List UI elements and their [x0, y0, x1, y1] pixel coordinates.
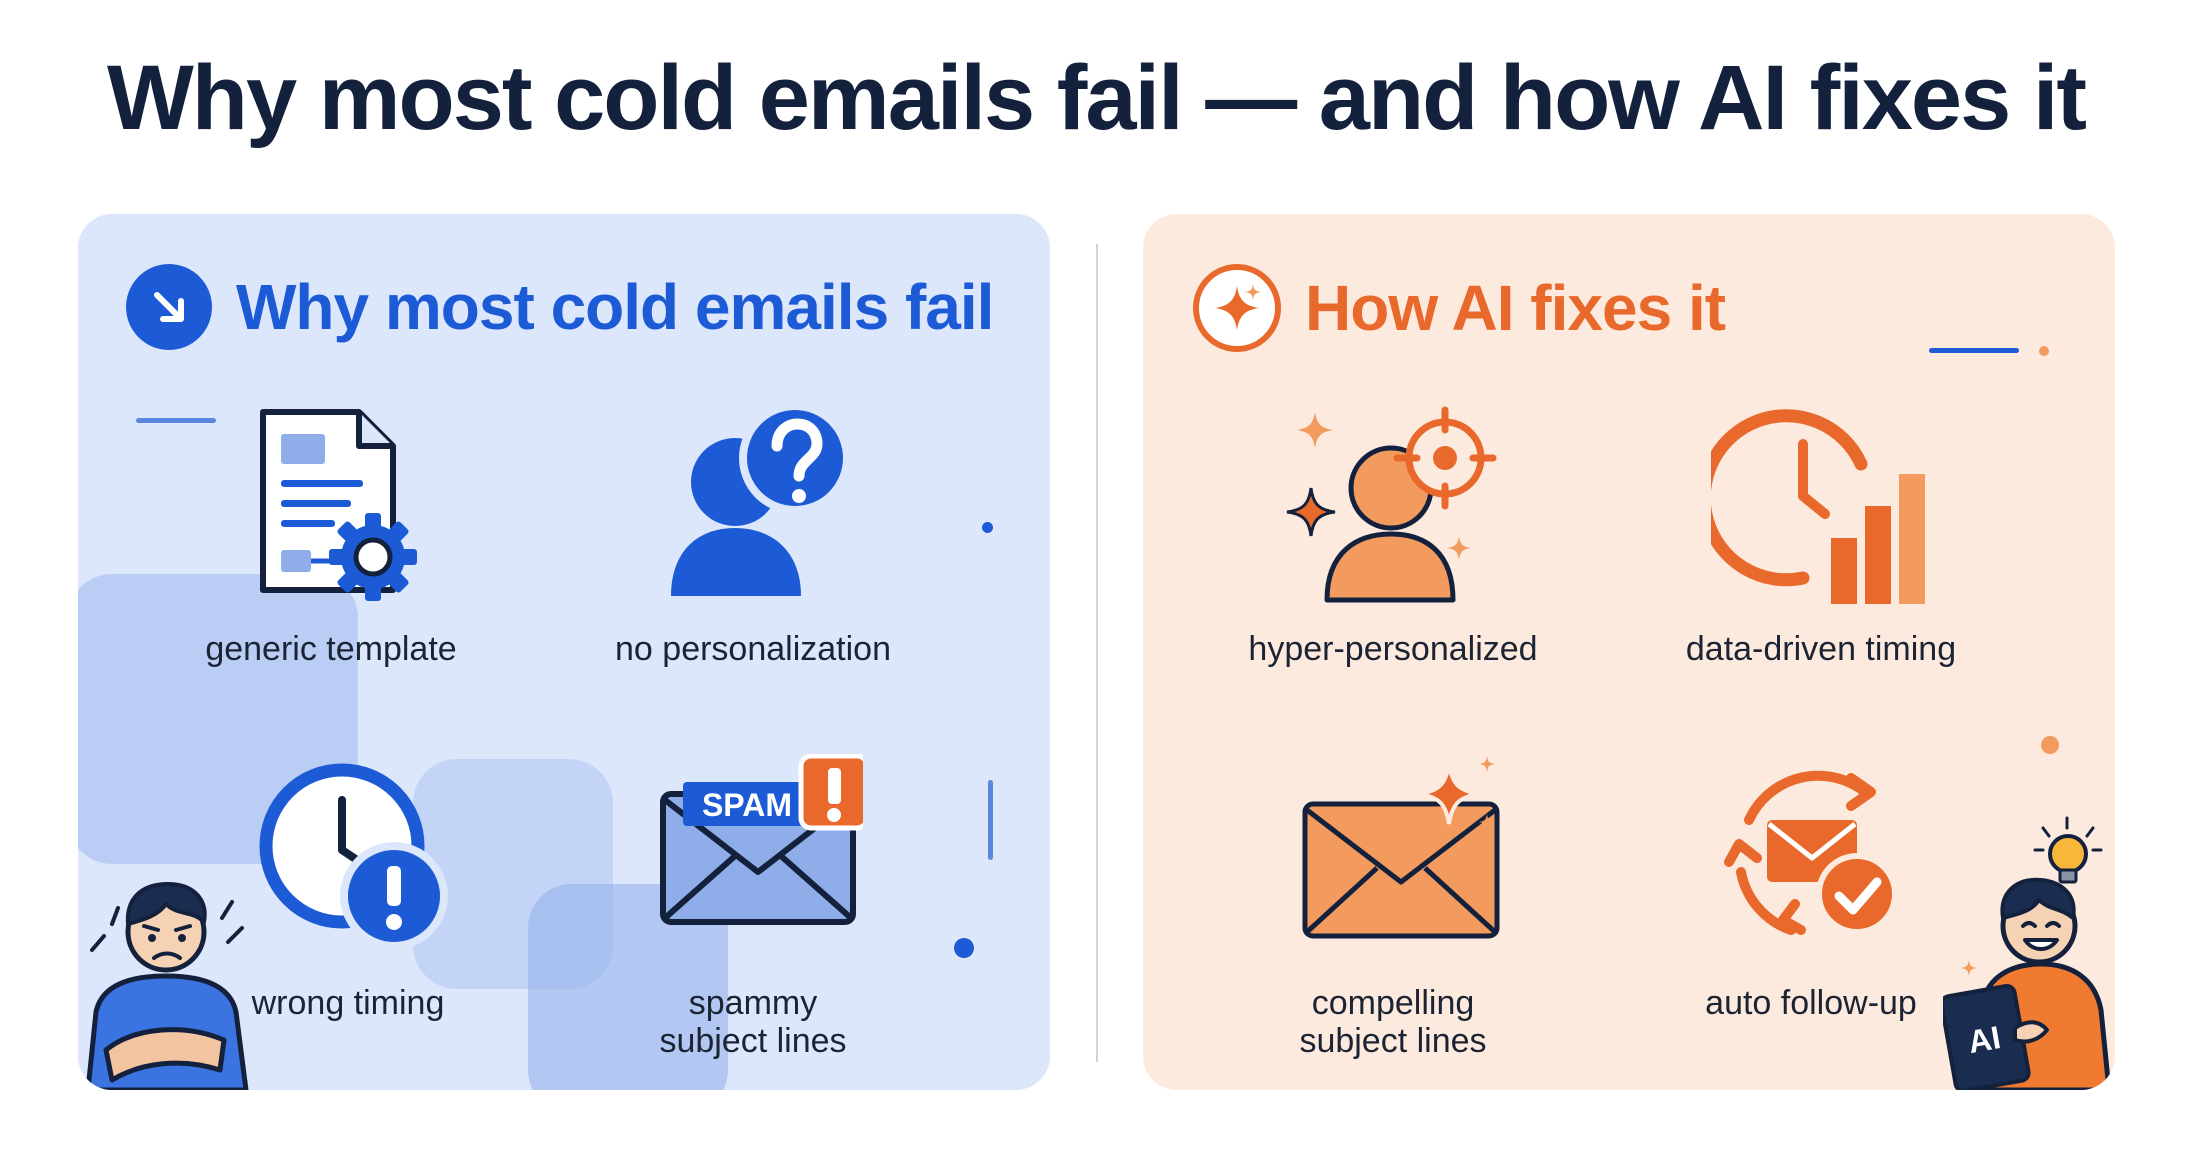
failure-item-wrong-timing: wrong timing [148, 754, 548, 1022]
fix-item-data-driven-timing: data-driven timing [1621, 400, 2021, 668]
arrow-down-right-icon [126, 264, 212, 350]
template-gear-icon [260, 409, 417, 601]
auto-cycle-envelope-icon [1724, 770, 1898, 935]
item-label: generic template [205, 630, 457, 668]
happy-person-illustration: AI [1943, 816, 2112, 1090]
item-label: compelling subject lines [1299, 984, 1487, 1060]
panel-divider [1096, 244, 1098, 1062]
item-label: hyper-personalized [1248, 630, 1538, 668]
tablet-ai-label: AI [1965, 1019, 2003, 1060]
deco-dot [954, 938, 974, 958]
fixes-title: How AI fixes it [1305, 272, 1726, 344]
deco-dot [982, 522, 993, 533]
fix-item-auto-follow-up: auto follow-up [1611, 754, 2011, 1022]
clock-alert-icon [259, 763, 448, 950]
item-label: auto follow-up [1705, 984, 1917, 1022]
failure-item-spammy-subject-lines: SPAM spammy subject lines [553, 754, 953, 1060]
targeted-person-icon [1286, 406, 1497, 603]
deco-dash [988, 780, 993, 860]
page-title: Why most cold emails fail — and how AI f… [106, 47, 2087, 149]
deco-dot [2039, 346, 2049, 356]
sparkle-icon [1193, 264, 1281, 352]
spam-envelope-icon: SPAM [660, 754, 863, 925]
fix-item-hyper-personalized: hyper-personalized [1193, 400, 1593, 668]
fixes-heading: How AI fixes it [1193, 264, 1726, 352]
unknown-person-icon [671, 402, 851, 596]
failure-item-no-personalization: no personalization [553, 400, 953, 668]
failures-heading: Why most cold emails fail [126, 264, 994, 350]
failure-item-generic-template: generic template [131, 400, 531, 668]
deco-dash [136, 418, 216, 423]
clock-chart-icon [1711, 409, 1925, 604]
fix-item-compelling-subject-lines: compelling subject lines [1193, 754, 1593, 1060]
deco-dash [1929, 348, 2019, 353]
failures-title: Why most cold emails fail [236, 271, 994, 343]
spam-tag: SPAM [702, 787, 792, 823]
fixes-panel: How AI fixes it hyper-personalized data-… [1143, 214, 2115, 1090]
item-label: wrong timing [251, 984, 445, 1022]
failures-panel: Why most cold emails fail [78, 214, 1050, 1090]
deco-dot [2041, 736, 2059, 754]
item-label: data-driven timing [1685, 630, 1957, 668]
sparkle-envelope-icon [1302, 756, 1500, 939]
item-label: spammy subject lines [659, 984, 847, 1060]
frustrated-person-illustration [85, 882, 249, 1090]
item-label: no personalization [615, 630, 891, 668]
